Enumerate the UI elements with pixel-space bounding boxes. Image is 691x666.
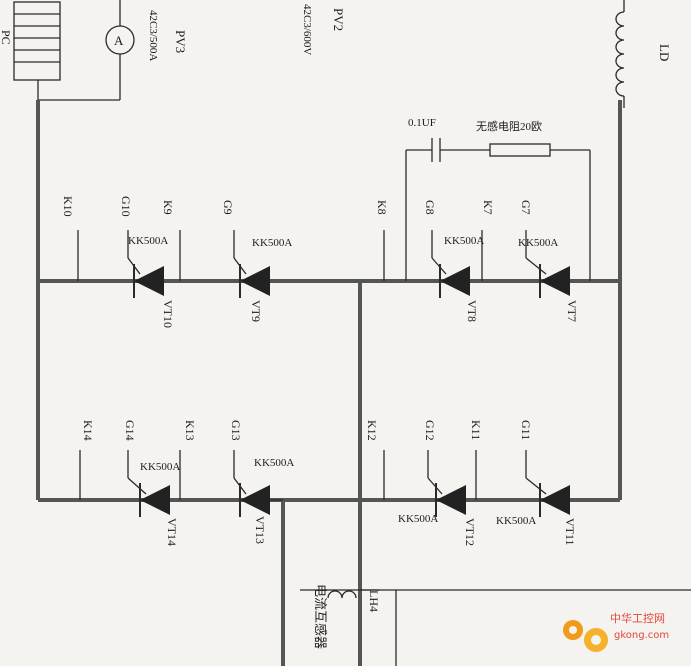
g14-label: G14 xyxy=(123,420,137,441)
pv3-name: PV3 xyxy=(173,30,188,53)
k10-label: K10 xyxy=(61,196,75,217)
vt8-model: KK500A xyxy=(444,235,484,247)
thyristor-vt14 xyxy=(79,450,181,517)
thyristor-vt11 xyxy=(525,450,570,517)
vt11-model: KK500A xyxy=(496,515,536,527)
g11-label: G11 xyxy=(519,420,533,440)
current-transformer xyxy=(300,589,691,666)
vt7-model: KK500A xyxy=(518,237,558,249)
vt8-label: VT8 xyxy=(465,300,479,322)
lh4-label: LH4 xyxy=(367,590,381,612)
k14-label: K14 xyxy=(81,420,95,441)
g12-label: G12 xyxy=(423,420,437,441)
pv2-spec: 42C3/600V xyxy=(301,4,313,55)
vt7-label: VT7 xyxy=(565,300,579,322)
resistor-label: 无感电阻20欧 xyxy=(476,120,542,133)
pc-label: PC xyxy=(0,30,13,45)
g7-label: G7 xyxy=(519,200,533,215)
g9-label: G9 xyxy=(221,200,235,215)
k11-label: K11 xyxy=(469,420,483,440)
resistor-body xyxy=(489,143,551,157)
thyristor-vt9 xyxy=(233,230,270,298)
inductor-ld xyxy=(615,0,625,108)
thyristor-vt13 xyxy=(233,450,270,517)
k12-label: K12 xyxy=(365,420,379,441)
ammeter-pv3 xyxy=(105,0,135,100)
k9-label: K9 xyxy=(161,200,175,215)
pv3-spec: 42C3/500A xyxy=(147,10,159,61)
pv2-name: PV2 xyxy=(331,8,346,31)
watermark-url: gkong.com xyxy=(614,630,669,641)
vt13-label: VT13 xyxy=(253,516,267,544)
thyristor-vt7 xyxy=(525,230,570,298)
ct-label: 电流互感器 xyxy=(313,584,328,649)
vt12-model: KK500A xyxy=(398,513,438,525)
snubber-network xyxy=(405,138,591,281)
k8-label: K8 xyxy=(375,200,389,215)
thyristor-vt8 xyxy=(383,230,483,298)
thyristor-vt12 xyxy=(383,450,477,517)
vt9-model: KK500A xyxy=(252,237,292,249)
g10-label: G10 xyxy=(119,196,133,217)
vt11-label: VT11 xyxy=(563,518,577,546)
watermark-logo xyxy=(563,620,608,652)
thyristor-vt10 xyxy=(77,230,181,298)
pc-bank xyxy=(13,1,120,101)
k13-label: K13 xyxy=(183,420,197,441)
vt14-label: VT14 xyxy=(165,518,179,546)
vt14-model: KK500A xyxy=(140,461,180,473)
k7-label: K7 xyxy=(481,200,495,215)
vt10-label: VT10 xyxy=(161,300,175,328)
vt10-model: KK500A xyxy=(128,235,168,247)
vt13-model: KK500A xyxy=(254,457,294,469)
vt12-label: VT12 xyxy=(463,518,477,546)
watermark-title: 中华工控网 xyxy=(610,611,665,625)
capacitor-label: 0.1UF xyxy=(408,117,436,129)
g8-label: G8 xyxy=(423,200,437,215)
inductor-label: LD xyxy=(657,44,672,61)
vt9-label: VT9 xyxy=(249,300,263,322)
ammeter-symbol: A xyxy=(114,33,124,48)
g13-label: G13 xyxy=(229,420,243,441)
